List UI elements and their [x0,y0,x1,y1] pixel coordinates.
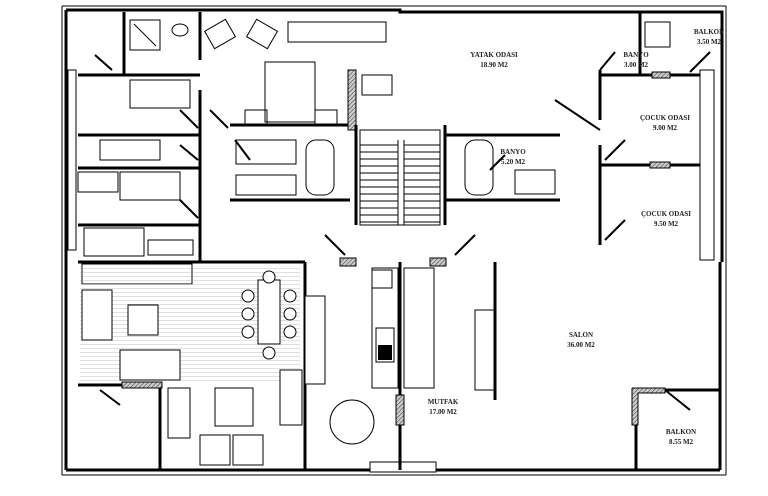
room-name: YATAK ODASI [470,51,518,59]
room-name: BANYO [623,51,649,59]
dining-chair [262,270,276,284]
doors [94,51,711,411]
dining-chair [262,346,276,360]
outer-walls [61,5,727,476]
room-area: 36.00 M2 [567,341,595,349]
room-name: ÇOCUK ODASI [640,114,690,122]
room-area: 18.90 M2 [480,61,508,69]
dining-chair [241,325,255,339]
dining-chair [283,307,297,321]
dining-chair [283,325,297,339]
room-area: 9.00 M2 [653,124,678,132]
room-area: 8.55 M2 [669,438,694,446]
room-name: ÇOCUK ODASI [641,210,691,218]
room-area: 17.00 M2 [429,408,457,416]
room-area: 3.00 M2 [624,61,649,69]
room-name: SALON [569,331,593,339]
room-name: BALKON [694,28,724,36]
room-area: 9.50 M2 [654,220,679,228]
interior-walls [78,12,720,470]
dining-chair [241,289,255,303]
room-area: 3.50 M2 [697,38,722,46]
room-name: MUTFAK [428,398,459,406]
dining-chair [283,289,297,303]
staircase [359,74,441,226]
room-name: BALKON [666,428,696,436]
dining-chair [241,307,255,321]
room-name: BANYO [500,148,526,156]
room-area: 5.20 M2 [501,158,526,166]
room-labels: YATAK ODASI 18.90 M2 BANYO 3.00 M2 BALKO… [428,28,724,446]
furniture [77,18,671,466]
